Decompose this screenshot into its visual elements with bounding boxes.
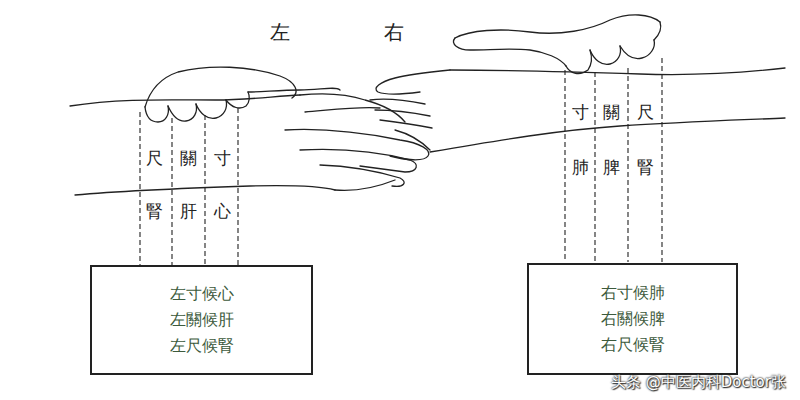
box-text-line: 右寸候肺 xyxy=(601,280,665,306)
side-label: 左 xyxy=(270,22,290,42)
box-text-line: 左關候肝 xyxy=(170,307,234,333)
pulse-label: 腎 xyxy=(637,158,654,177)
pulse-label: 尺 xyxy=(146,149,163,168)
pulse-label: 脾 xyxy=(603,158,620,177)
box-text-line: 右關候脾 xyxy=(601,306,665,332)
pulse-label: 寸 xyxy=(572,103,589,122)
pulse-label: 心 xyxy=(214,202,231,221)
pulse-label: 關 xyxy=(603,103,620,122)
box-text-line: 左寸候心 xyxy=(170,281,234,307)
box-text-line: 右尺候腎 xyxy=(601,332,665,358)
pulse-position-box: 右寸候肺右關候脾右尺候腎 xyxy=(527,263,738,375)
side-label: 右 xyxy=(384,22,404,42)
pulse-label: 關 xyxy=(180,149,197,168)
pulse-label: 尺 xyxy=(637,103,654,122)
pulse-label: 肺 xyxy=(572,158,589,177)
pulse-position-box: 左寸候心左關候肝左尺候腎 xyxy=(90,265,313,375)
pulse-label: 寸 xyxy=(214,149,231,168)
pulse-label: 肝 xyxy=(180,202,197,221)
pulse-label: 腎 xyxy=(146,202,163,221)
watermark: 头条 @中医内科Doctor张 xyxy=(611,375,786,390)
box-text-line: 左尺候腎 xyxy=(170,333,234,359)
